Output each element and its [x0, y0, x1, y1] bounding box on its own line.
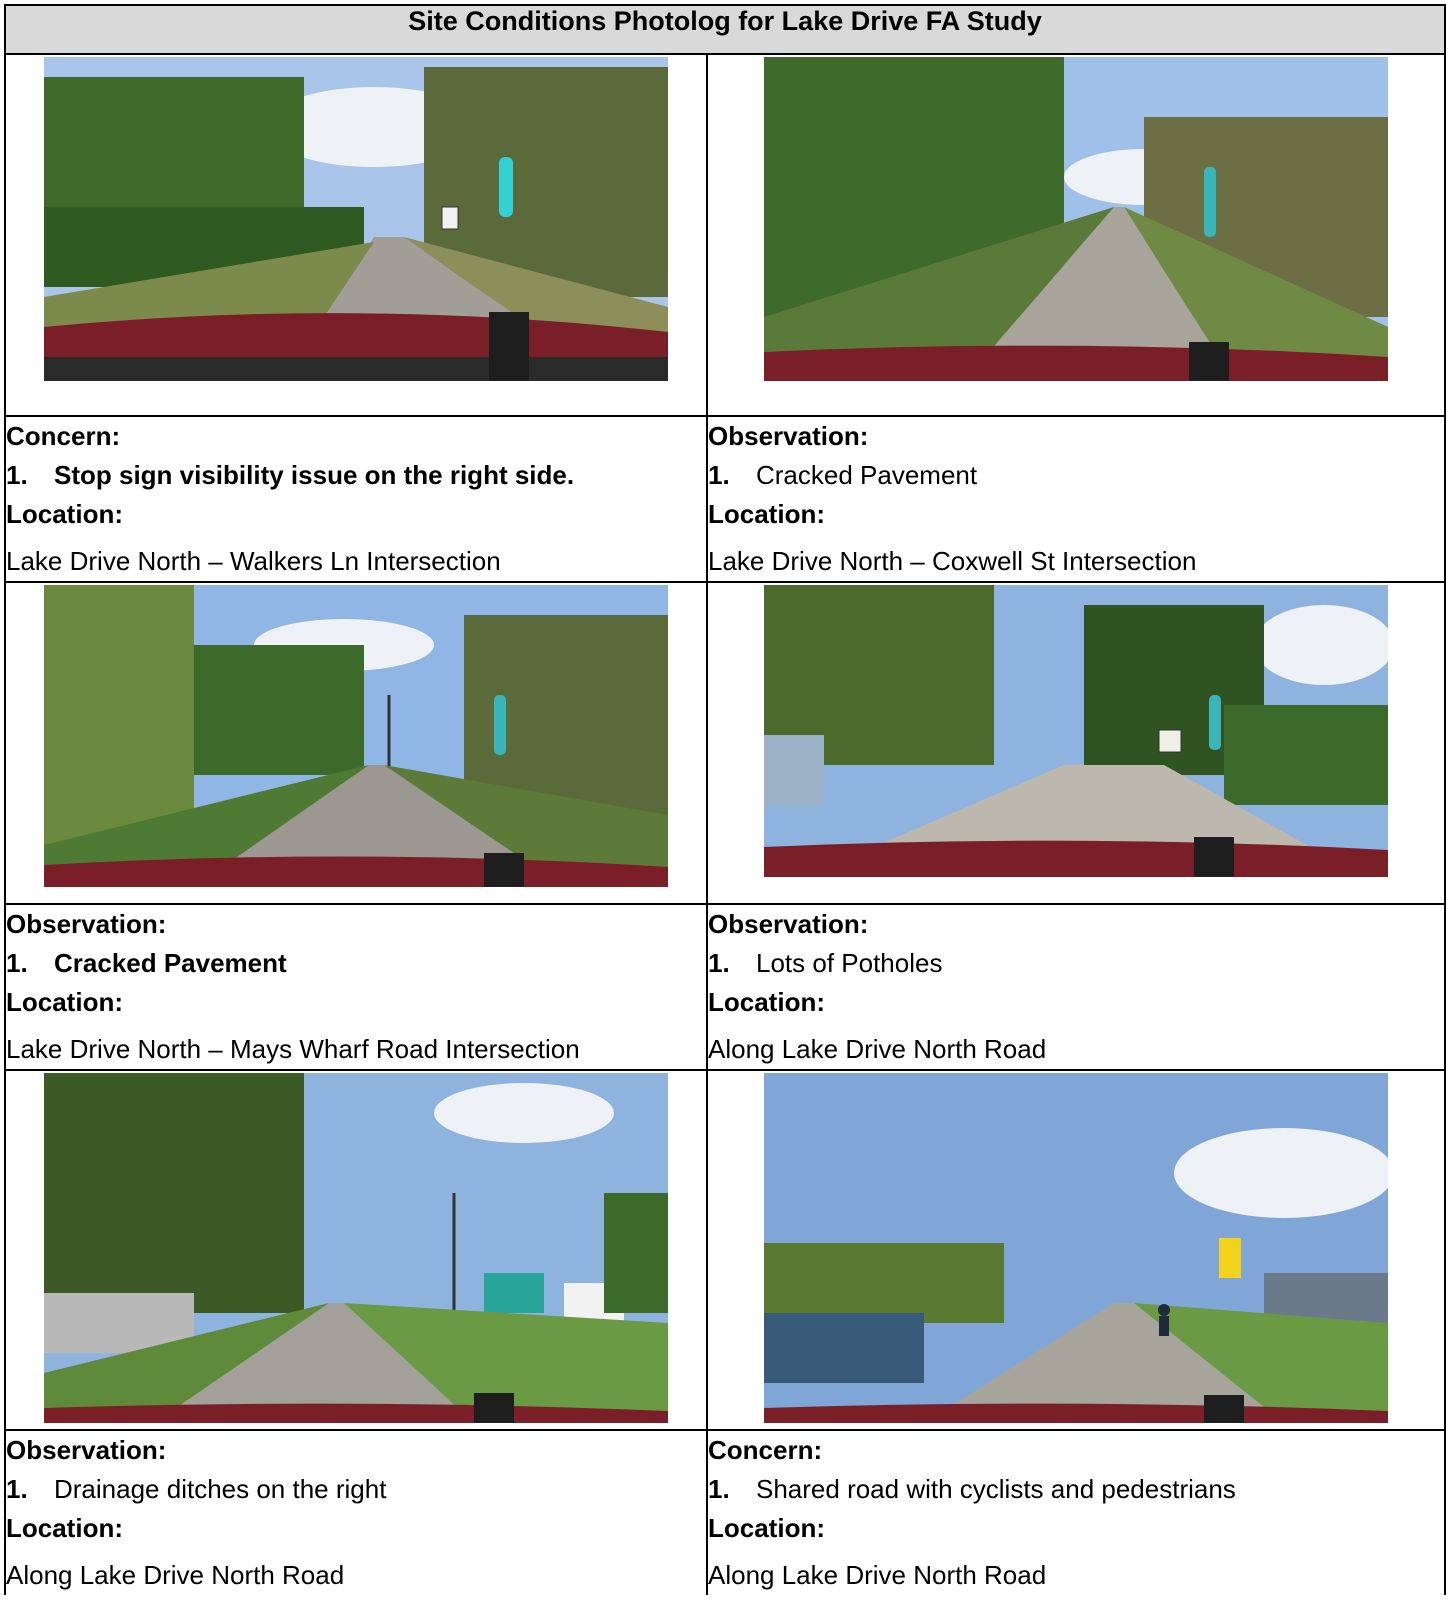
entry-item: 1.Lots of Potholes: [708, 948, 943, 978]
photo-cell-5: [4, 1069, 708, 1431]
dashcam-road-photo-icon: [44, 57, 668, 381]
location-value: Along Lake Drive North Road: [6, 1560, 345, 1590]
entry-label: Concern:: [708, 1435, 823, 1465]
location-value: Lake Drive North – Walkers Ln Intersecti…: [6, 546, 501, 576]
photolog-sheet: Site Conditions Photolog for Lake Drive …: [3, 4, 1447, 1606]
entry-item: 1.Drainage ditches on the right: [6, 1474, 387, 1504]
document-title: Site Conditions Photolog for Lake Drive …: [3, 4, 1447, 55]
location-value: Lake Drive North – Mays Wharf Road Inter…: [6, 1034, 580, 1064]
dashcam-road-photo-icon: [764, 57, 1388, 381]
photo-cell-1: [4, 53, 708, 417]
photolog-table: Site Conditions Photolog for Lake Drive …: [3, 4, 1447, 1595]
dashcam-road-photo-icon: [44, 1073, 668, 1423]
photo-cell-2: [705, 53, 1447, 417]
dashcam-road-photo-icon: [44, 585, 668, 887]
entry-label: Observation:: [708, 909, 869, 939]
entry-label: Observation:: [6, 1435, 167, 1465]
entry-3: Observation: 1.Cracked Pavement Location…: [4, 903, 708, 1071]
entry-6: Concern: 1.Shared road with cyclists and…: [705, 1429, 1447, 1595]
entry-item: 1.Stop sign visibility issue on the righ…: [6, 460, 575, 490]
entry-item: 1.Shared road with cyclists and pedestri…: [708, 1474, 1236, 1504]
dashcam-road-photo-icon: [764, 585, 1388, 877]
entry-label: Concern:: [6, 421, 121, 451]
location-label: Location:: [6, 499, 123, 529]
entry-2: Observation: 1.Cracked Pavement Location…: [705, 415, 1447, 583]
entry-5: Observation: 1.Drainage ditches on the r…: [4, 1429, 708, 1595]
location-value: Along Lake Drive North Road: [708, 1034, 1047, 1064]
location-label: Location:: [708, 987, 825, 1017]
photo-cell-4: [705, 581, 1447, 905]
entry-label: Observation:: [708, 421, 869, 451]
entry-1: Concern: 1.Stop sign visibility issue on…: [4, 415, 708, 583]
dashcam-road-photo-icon: [764, 1073, 1388, 1423]
entry-4: Observation: 1.Lots of Potholes Location…: [705, 903, 1447, 1071]
photo-cell-3: [4, 581, 708, 905]
location-label: Location:: [6, 987, 123, 1017]
entry-item: 1.Cracked Pavement: [708, 460, 978, 490]
entry-item: 1.Cracked Pavement: [6, 948, 287, 978]
location-label: Location:: [708, 1513, 825, 1543]
location-label: Location:: [6, 1513, 123, 1543]
entry-label: Observation:: [6, 909, 167, 939]
location-label: Location:: [708, 499, 825, 529]
location-value: Lake Drive North – Coxwell St Intersecti…: [708, 546, 1197, 576]
photo-cell-6: [705, 1069, 1447, 1431]
location-value: Along Lake Drive North Road: [708, 1560, 1047, 1590]
